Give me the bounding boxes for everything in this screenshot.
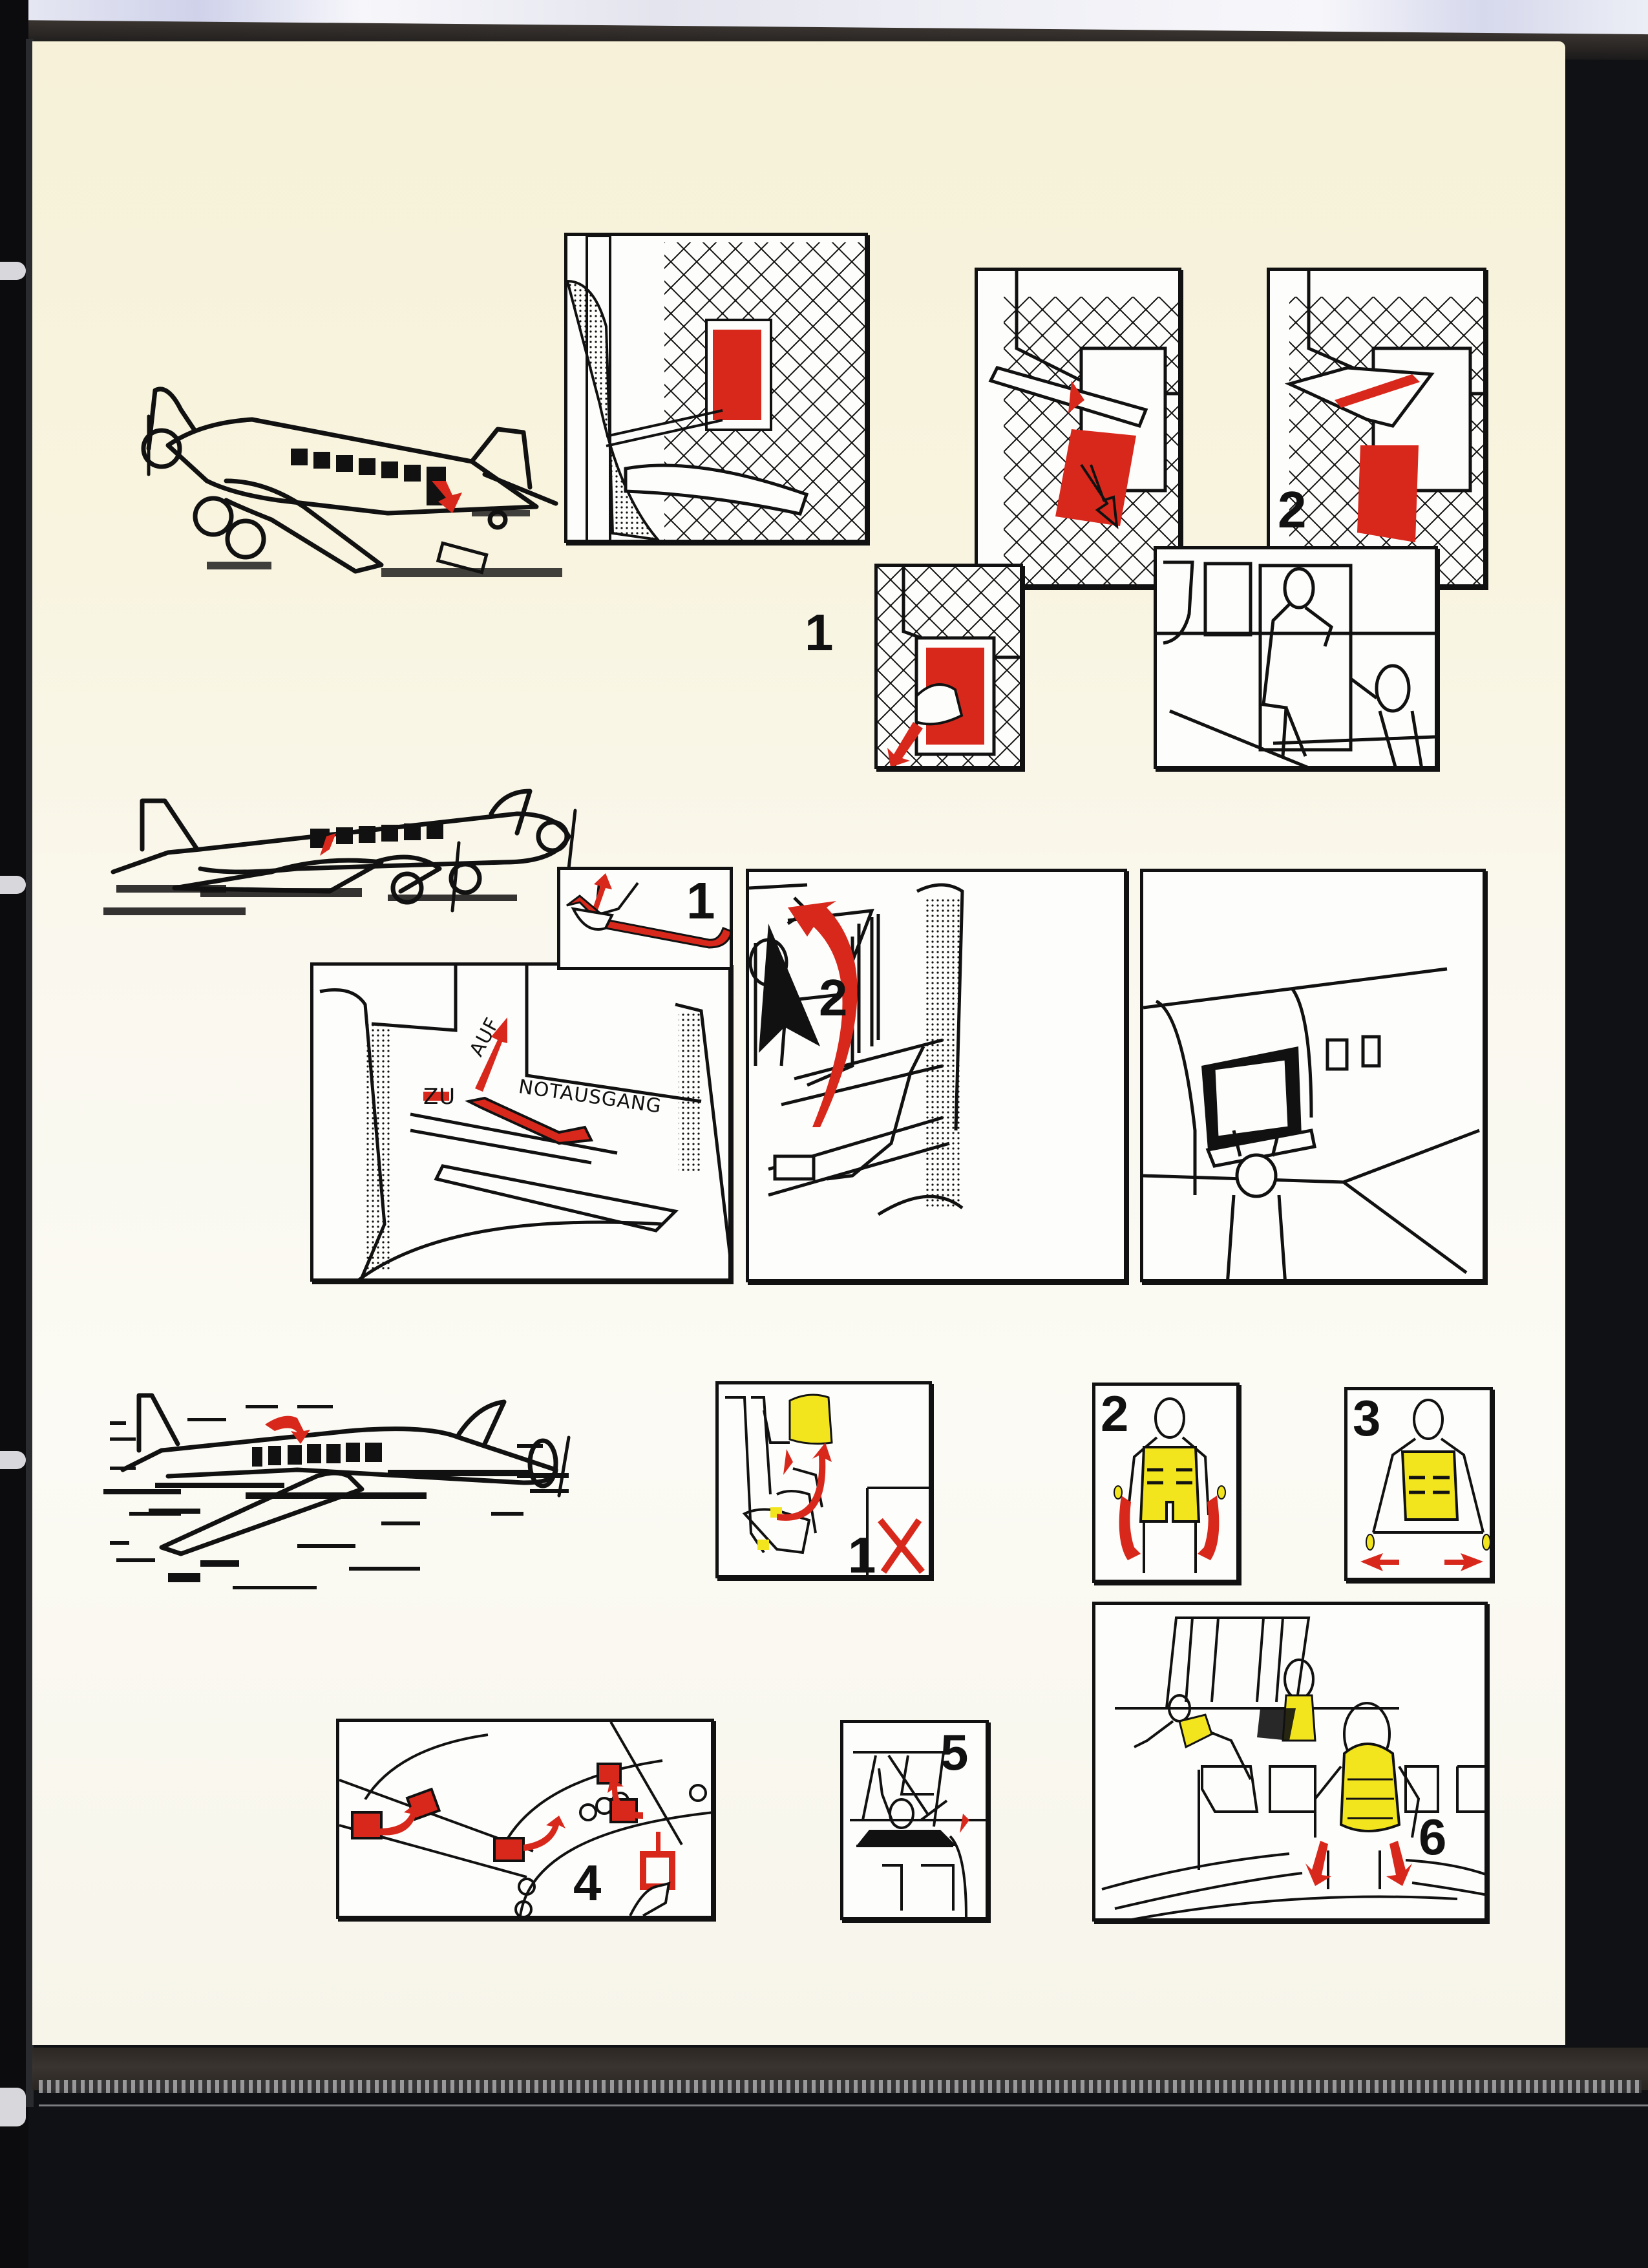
binder-left-strip bbox=[0, 0, 28, 2268]
step-number: 6 bbox=[1419, 1808, 1447, 1865]
label-closed: ZU bbox=[423, 1084, 456, 1110]
panel-exit-handle: ZU AUF NOTAUSGANG bbox=[310, 962, 732, 1282]
panel-hatch-open-step-2: 2 bbox=[746, 869, 1127, 1282]
exit-door-illustration bbox=[1157, 560, 1435, 766]
vest-inflate-exit-illustration bbox=[1101, 1616, 1484, 1918]
lift-arrow-icon bbox=[777, 1443, 832, 1521]
seat-door-illustration bbox=[567, 236, 865, 540]
lift-arrow-icon bbox=[593, 873, 612, 910]
binder-ring bbox=[0, 876, 26, 894]
exit-arrow-icon bbox=[432, 481, 462, 513]
handle-lift-illustration bbox=[566, 873, 730, 949]
pull-down-arrow-icon bbox=[887, 722, 923, 766]
step-number: 5 bbox=[940, 1724, 969, 1781]
step-number: 1 bbox=[848, 1527, 876, 1578]
panel-door-release-step-2: 2 bbox=[1267, 268, 1486, 588]
panel-handle-pull-step-1 bbox=[874, 564, 1023, 769]
prohibited-icon bbox=[878, 1518, 925, 1574]
binder-ring bbox=[0, 262, 26, 280]
open-arrow-icon bbox=[475, 1017, 507, 1092]
panel-vest-retrieve-step-1: 1 bbox=[715, 1381, 932, 1578]
door-release-illustration bbox=[988, 271, 1178, 584]
step-number: 1 bbox=[686, 872, 715, 929]
pull-right-arrow-icon bbox=[1444, 1553, 1483, 1571]
aircraft-on-water-illustration bbox=[103, 1393, 571, 1589]
binder-ring bbox=[0, 1451, 26, 1469]
panel-door-release-pull bbox=[975, 268, 1181, 588]
step-number: 1 bbox=[805, 604, 834, 661]
roof-exit-arrow-icon bbox=[265, 1415, 310, 1444]
exit-handle-illustration bbox=[319, 966, 728, 1278]
step-number: 2 bbox=[819, 969, 848, 1026]
hatch-exit-illustration bbox=[1143, 967, 1480, 1279]
aircraft-on-ground-illustration bbox=[141, 387, 562, 577]
panel-handle-lift-step-1: 1 bbox=[557, 867, 733, 970]
panel-vest-don-step-2: 2 bbox=[1092, 1383, 1240, 1583]
vest-retrieve-illustration bbox=[725, 1394, 929, 1575]
panel-seat-door bbox=[564, 233, 868, 543]
sleeve-edge bbox=[39, 2104, 1648, 2106]
sleeve-perforation bbox=[39, 2080, 1642, 2093]
step-number: 4 bbox=[573, 1854, 602, 1911]
panel-roof-hatch-step-4: 4 bbox=[336, 1719, 714, 1919]
panel-hatch-exit bbox=[1140, 869, 1486, 1282]
binder-edge bbox=[26, 39, 34, 2107]
rotate-arrow-icon bbox=[788, 901, 858, 1127]
pull-left-arrow-icon bbox=[1360, 1553, 1399, 1571]
door-release-step2-illustration bbox=[1284, 271, 1483, 584]
exit-arrow-icon bbox=[320, 833, 336, 856]
handle-grip-icon bbox=[640, 1832, 675, 1890]
hatch-climb-illustration bbox=[850, 1751, 986, 1917]
panel-vest-straps-step-3: 3 bbox=[1344, 1387, 1493, 1581]
pull-down-right-arrow-icon bbox=[1386, 1841, 1412, 1886]
step-number: 3 bbox=[1353, 1390, 1381, 1447]
vest-don-illustration bbox=[1114, 1397, 1226, 1573]
panel-exit-door bbox=[1154, 546, 1438, 769]
panel-vest-inflate-exit-step-6: 6 bbox=[1092, 1602, 1488, 1922]
safety-card: aircraft safety instruction card bbox=[32, 41, 1565, 2045]
panel-hatch-climb-step-5: 5 bbox=[840, 1720, 989, 1920]
pull-down-left-arrow-icon bbox=[1305, 1841, 1331, 1886]
vest-straps-illustration bbox=[1360, 1399, 1490, 1571]
aircraft-exit-illustration bbox=[103, 789, 577, 915]
roof-hatch-illustration bbox=[339, 1722, 711, 1916]
handle-pull-illustration bbox=[878, 567, 1020, 766]
step-number: 2 bbox=[1278, 481, 1307, 538]
binder-ring bbox=[0, 2088, 26, 2126]
hatch-open-illustration bbox=[749, 883, 964, 1216]
step-number: 2 bbox=[1101, 1385, 1129, 1442]
